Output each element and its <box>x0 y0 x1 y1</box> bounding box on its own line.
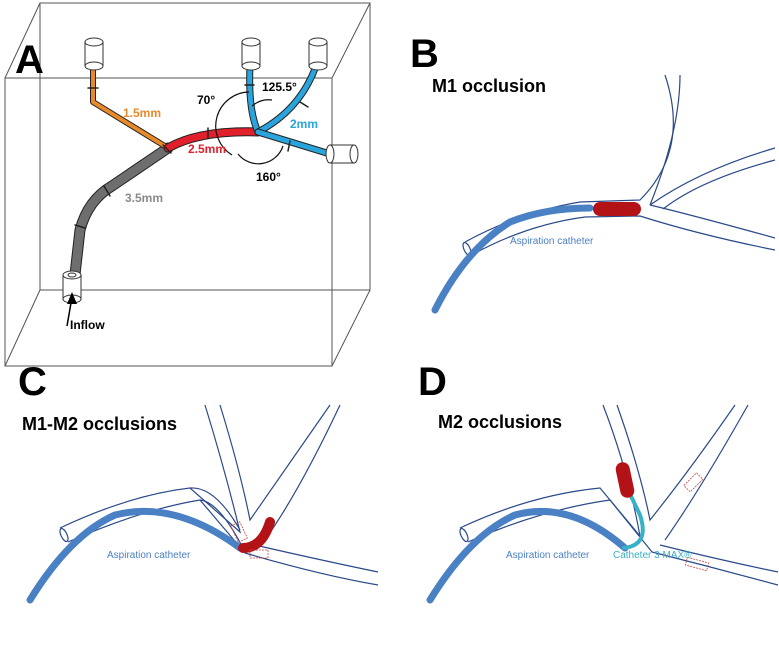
vessel-tree <box>67 59 334 298</box>
vessel-outline-d <box>459 404 779 586</box>
port-right <box>325 144 359 164</box>
aspiration-catheter-d <box>426 507 629 604</box>
label-2-5mm: 2.5mm <box>188 142 226 156</box>
angle-arcs <box>215 91 284 165</box>
vessel-outline-b <box>462 74 776 257</box>
label-3-5mm: 3.5mm <box>125 191 163 205</box>
label-1-5mm: 1.5mm <box>123 106 161 120</box>
catheter-label-c: Aspiration catheter <box>107 550 191 561</box>
label-inflow: Inflow <box>70 318 105 332</box>
aspiration-catheter-c <box>26 507 244 604</box>
label-angle-70: 70° <box>197 93 215 107</box>
clot-outline-d1 <box>683 472 704 493</box>
clot-outline-c2 <box>249 549 269 559</box>
panel-title-b: M1 occlusion <box>432 76 546 96</box>
catheter-label-d: Aspiration catheter <box>506 550 590 561</box>
clot-outline-d2 <box>684 556 710 572</box>
clot-b <box>593 202 641 216</box>
port-cylinders <box>62 37 359 304</box>
panel-c: C M1-M2 occlusions Aspiration catheter <box>18 360 379 604</box>
inflow-arrow <box>66 292 77 327</box>
panel-a: A 1.5mm 2.5mm 2mm 3.5mm 70° 125.5° 160° … <box>4 2 371 367</box>
panel-title-d: M2 occlusions <box>438 412 562 432</box>
panel-d: D M2 occlusions Aspiration catheter Cath… <box>418 360 779 604</box>
port-top-left <box>84 37 104 71</box>
panel-letter-a: A <box>15 38 44 82</box>
aspiration-catheter-b <box>431 204 594 314</box>
catheter-label-b: Aspiration catheter <box>510 236 594 247</box>
port-top-middle <box>241 37 261 71</box>
panel-b: B M1 occlusion Aspiration catheter <box>410 32 776 314</box>
vessel-orange <box>90 59 171 151</box>
label-angle-160: 160° <box>256 170 281 184</box>
port-top-right <box>308 37 328 71</box>
microcatheter-label-d: Catheter 3 MAX® <box>613 550 692 561</box>
clot-d <box>615 462 635 498</box>
label-angle-125: 125.5° <box>262 80 297 94</box>
label-2mm: 2mm <box>290 117 318 131</box>
panel-letter-d: D <box>418 360 447 404</box>
panel-title-c: M1-M2 occlusions <box>22 414 177 434</box>
panel-letter-b: B <box>410 32 439 76</box>
panel-letter-c: C <box>18 360 47 404</box>
phantom-box <box>4 2 371 367</box>
clot-c <box>238 517 275 553</box>
